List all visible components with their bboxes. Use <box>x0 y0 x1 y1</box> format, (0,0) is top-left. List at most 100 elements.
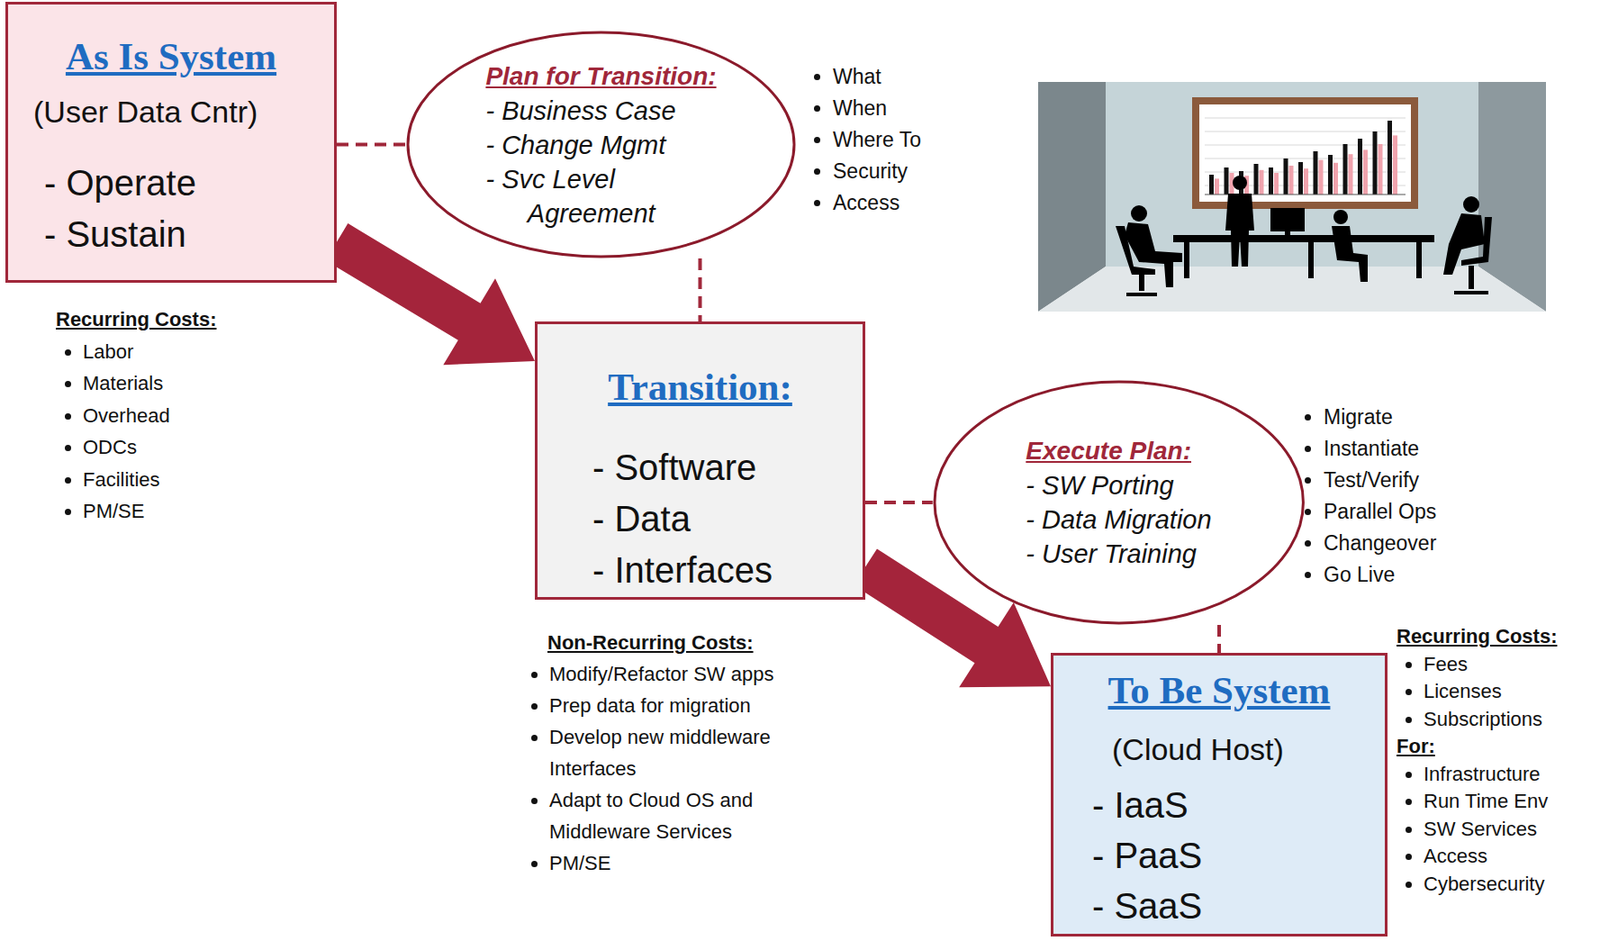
chart-bar <box>1313 151 1319 195</box>
node-text: - Change Mgmt <box>485 127 716 163</box>
node-title: Execute Plan: <box>1025 433 1212 469</box>
list-item: PM/SE <box>549 847 820 879</box>
board-surface <box>1199 104 1411 202</box>
list-item: SW Services <box>1423 815 1557 844</box>
bar-chart <box>1204 117 1406 195</box>
chart-bar <box>1328 154 1333 195</box>
chart-bar <box>1392 135 1398 195</box>
list-item: Modify/Refactor SW apps <box>549 658 820 690</box>
list-item: When <box>832 92 922 125</box>
node-text: - SaaS <box>1053 880 1385 932</box>
list-heading: For: <box>1396 732 1557 761</box>
chart-bar <box>1373 131 1378 195</box>
chart-bar <box>1214 178 1220 195</box>
seated-person-table <box>1331 225 1368 282</box>
table-leg <box>1308 242 1314 279</box>
dashed-connector <box>336 143 407 147</box>
chart-bar <box>1298 162 1303 195</box>
list-item: Develop new middleware Interfaces <box>549 721 820 785</box>
meeting-illustration <box>1038 81 1546 312</box>
list-item: Facilities <box>82 463 217 497</box>
as-is-box: As Is System(User Data Cntr)- Operate- S… <box>5 1 337 283</box>
chair-right <box>1454 216 1492 295</box>
ellipse-outline <box>932 379 1305 625</box>
standing-person <box>1225 193 1255 267</box>
list-item: Cybersecurity <box>1423 870 1557 899</box>
list-item: Security <box>832 155 922 188</box>
table-top <box>1173 235 1435 243</box>
bullet-list: WhatWhenWhere ToSecurityAccess <box>805 61 922 219</box>
person-head <box>1130 205 1148 222</box>
person-head <box>1333 209 1348 225</box>
node-text: - Business Case <box>485 93 716 128</box>
node-title: Transition: <box>537 360 863 415</box>
node-text: (User Data Cntr) <box>8 83 335 140</box>
to-be-box: To Be System(Cloud Host)- IaaS- PaaS- Sa… <box>1050 652 1388 937</box>
dashed-connector <box>1217 624 1221 653</box>
node-text: - IaaS <box>1053 779 1385 831</box>
list-item: PM/SE <box>82 495 217 528</box>
node-title: As Is System <box>8 29 335 84</box>
node-text: - Software <box>537 442 863 494</box>
chart-bar <box>1224 167 1230 195</box>
node-text: - PaaS <box>1053 830 1385 881</box>
chart-bar <box>1363 149 1368 195</box>
list-item: Overhead <box>82 399 217 433</box>
board-frame <box>1192 97 1419 209</box>
node-text: - User Training <box>1025 536 1212 571</box>
node-title: Plan for Transition: <box>485 59 716 94</box>
node-text: - Interfaces <box>537 544 863 597</box>
chart-bar <box>1387 120 1393 195</box>
list-item: Test/Verify <box>1323 464 1437 497</box>
chart-bar <box>1357 138 1363 195</box>
list-heading: Recurring Costs: <box>1396 623 1557 651</box>
chart-bar <box>1343 144 1348 195</box>
list-item: Parallel Ops <box>1323 496 1437 528</box>
node-text: - Sustain <box>8 208 335 261</box>
list-item: Access <box>832 187 922 219</box>
list-item: Licenses <box>1423 677 1557 706</box>
block-arrow <box>325 223 535 365</box>
chart-bar <box>1348 153 1354 195</box>
list-item: Adapt to Cloud OS and Middleware Service… <box>549 784 820 848</box>
silhouettes <box>1115 175 1492 297</box>
bullet-list: Recurring Costs:LaborMaterialsOverheadOD… <box>55 303 217 528</box>
person-head <box>1232 175 1248 190</box>
chart-bar <box>1254 163 1259 195</box>
table-leg <box>1416 242 1422 279</box>
monitor <box>1270 207 1305 232</box>
node-title: To Be System <box>1053 664 1385 717</box>
list-item: ODCs <box>82 431 217 464</box>
chart-bar <box>1319 160 1324 195</box>
node-text: - Svc Level Agreement <box>485 162 716 231</box>
chair-left <box>1115 225 1158 297</box>
execute-ellipse: Execute Plan:- SW Porting- Data Migratio… <box>932 379 1305 625</box>
list-heading: Non-Recurring Costs: <box>547 626 820 659</box>
chart-bar <box>1274 172 1279 195</box>
ellipse-content: Execute Plan:- SW Porting- Data Migratio… <box>1025 433 1212 571</box>
bullet-list: MigrateInstantiateTest/VerifyParallel Op… <box>1296 401 1437 591</box>
chart-bar <box>1283 158 1289 195</box>
list-item: What <box>832 61 922 93</box>
node-text: - Data Migration <box>1025 502 1212 537</box>
list-item: Subscriptions <box>1423 705 1557 734</box>
transition-box: Transition:- Software- Data- Interfaces <box>534 321 866 600</box>
chart-bar <box>1289 165 1294 195</box>
node-text: - SW Porting <box>1025 468 1212 503</box>
plan-ellipse: Plan for Transition:- Business Case- Cha… <box>406 30 796 259</box>
list-item: Migrate <box>1323 401 1437 434</box>
list-item: Materials <box>82 367 217 400</box>
dashed-connector <box>865 500 933 505</box>
seated-person-right <box>1443 213 1485 275</box>
chart-bar <box>1333 162 1338 195</box>
list-item: Prep data for migration <box>549 689 820 722</box>
person-head <box>1463 196 1480 213</box>
list-item: Fees <box>1423 650 1557 679</box>
list-item: Infrastructure <box>1423 760 1557 789</box>
chart-bar <box>1268 167 1274 195</box>
chart-bar <box>1209 174 1214 195</box>
monitor-stand <box>1284 231 1291 236</box>
list-item: Where To <box>832 124 922 156</box>
ellipse-shape <box>407 32 795 257</box>
list-heading: Recurring Costs: <box>55 303 217 336</box>
